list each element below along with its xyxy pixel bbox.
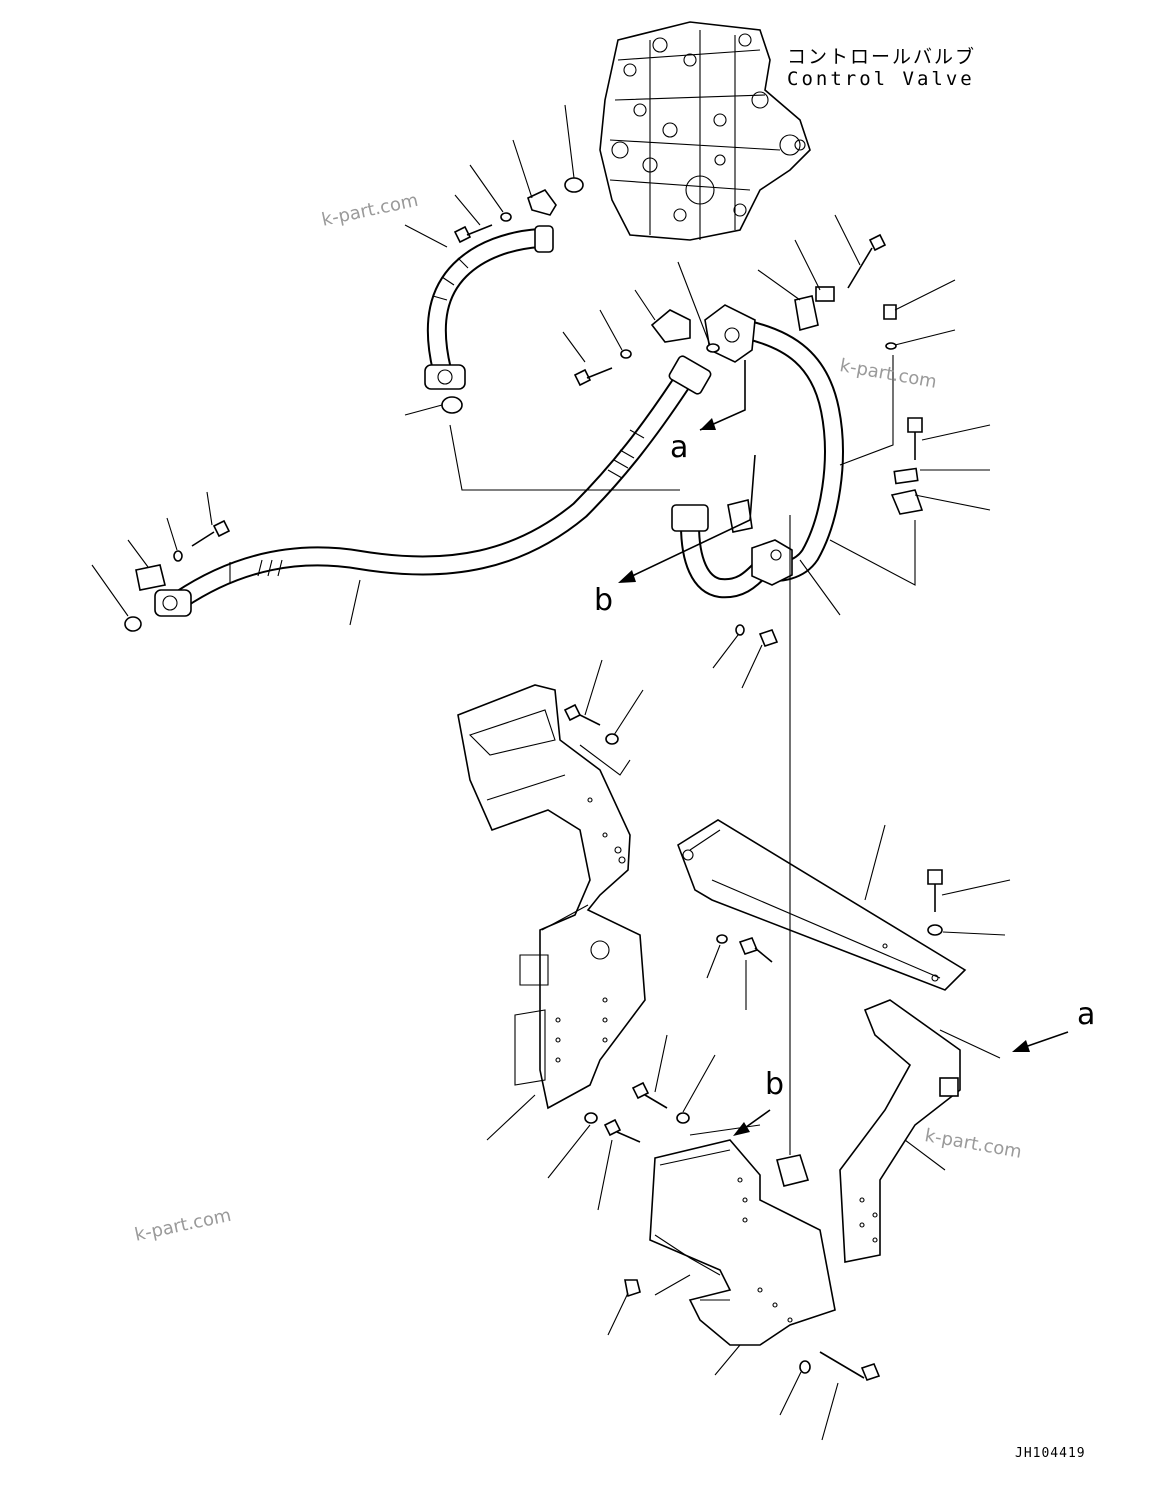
view-label-b-top: b xyxy=(594,583,614,618)
hose-upper xyxy=(424,225,554,390)
view-arrows xyxy=(618,360,1069,1136)
clamps xyxy=(135,188,924,1187)
drawing-code: JH104419 xyxy=(1015,1446,1086,1461)
control-valve-label-en: Control Valve xyxy=(787,68,975,90)
bracket-lower xyxy=(649,1139,836,1346)
leader-lines xyxy=(91,104,1011,1441)
view-label-b-lower: b xyxy=(765,1067,785,1102)
bolts xyxy=(191,224,943,1381)
bracket-left xyxy=(457,684,646,1110)
control-valve xyxy=(599,21,811,241)
o-rings xyxy=(124,177,943,1374)
pipe xyxy=(671,304,844,599)
control-valve-label-jp: コントロールバルブ xyxy=(787,46,977,68)
hose-long xyxy=(154,355,712,617)
cross-beam xyxy=(677,819,967,991)
view-label-a-right: a xyxy=(1077,997,1096,1032)
view-label-a-top: a xyxy=(670,430,689,465)
bracket-right xyxy=(839,999,961,1263)
